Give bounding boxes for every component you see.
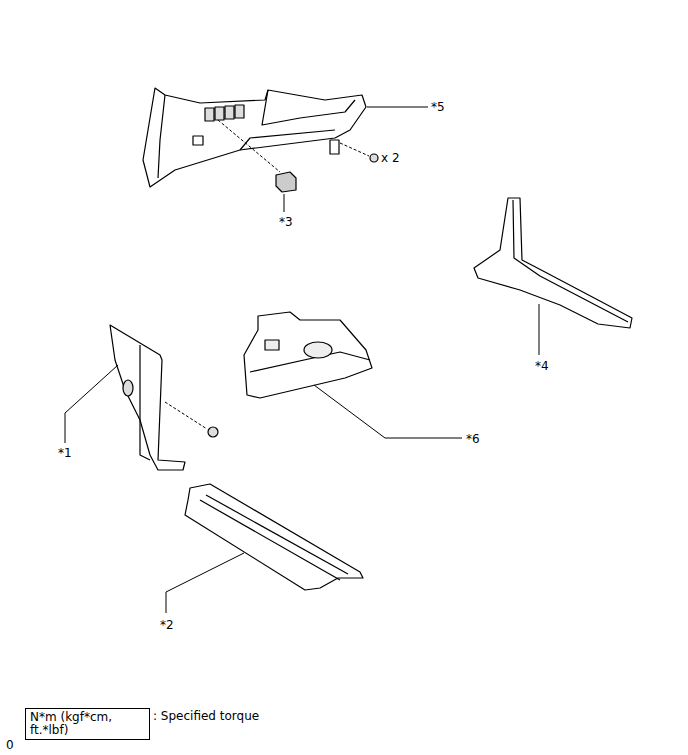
quantity-label: x 2 xyxy=(381,151,400,165)
callout-number: *6 xyxy=(466,432,480,446)
callout-number: *2 xyxy=(160,618,174,632)
legend-box: N*m (kgf*cm, ft.*lbf) xyxy=(25,708,150,740)
callout-number: *1 xyxy=(58,446,72,460)
callout-number: *3 xyxy=(279,215,293,229)
legend-text: : Specified torque xyxy=(153,709,259,723)
unit-text: N*m (kgf*cm, ft.*lbf) xyxy=(30,710,112,737)
page-number: 0 xyxy=(6,738,14,752)
callout-number: *5 xyxy=(431,100,445,114)
callout-number: *4 xyxy=(535,359,549,373)
